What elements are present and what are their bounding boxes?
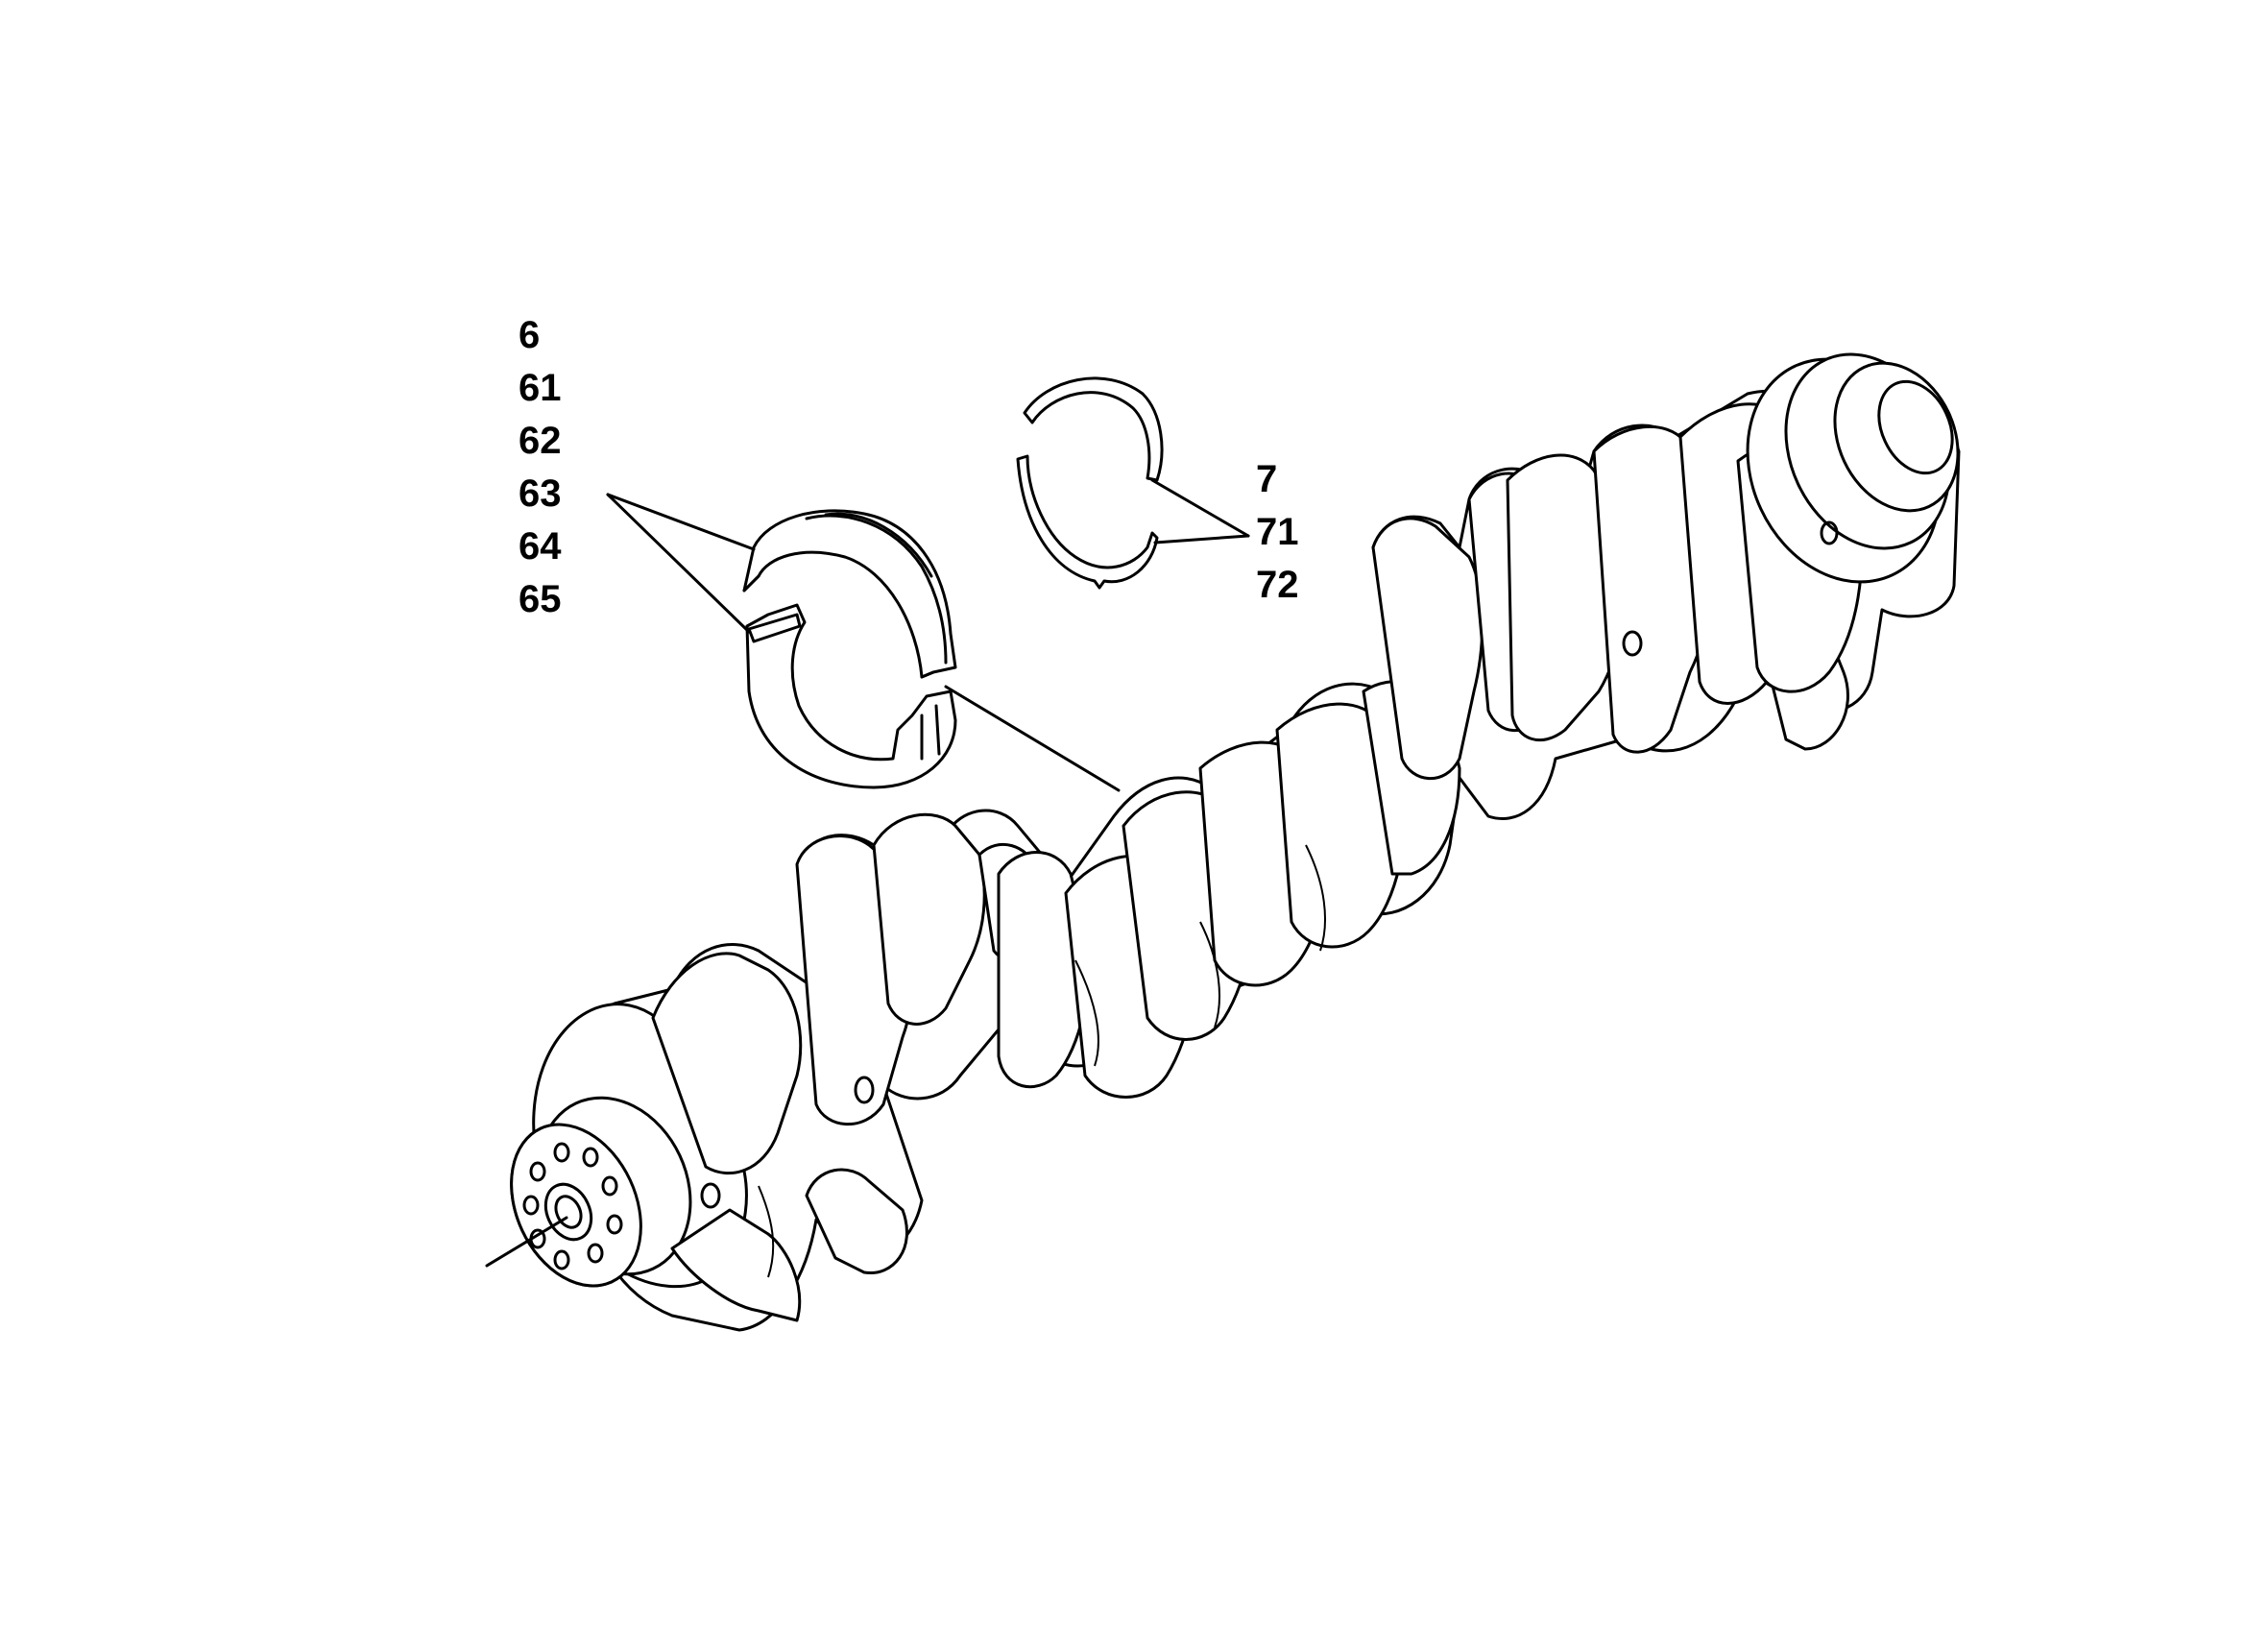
leader-63-lower [606,493,751,634]
callout-7: 7 [1256,458,1278,500]
crank-web-1 [670,1208,802,1322]
lower-shell-lip [747,613,802,643]
callout-63: 63 [519,472,562,515]
oil-hole-4 [1622,630,1643,657]
upper-shell-groove-2 [824,512,933,578]
journal-detail-4 [758,1185,775,1278]
lower-shell-groove [920,704,941,761]
leader-lines [606,478,1250,792]
flange-bolt-holes [522,1142,623,1270]
callout-72: 72 [1256,564,1299,606]
upper-bearing-shell [742,509,957,679]
lower-bearing-shell [745,603,957,789]
upper-thrust-washer [1023,376,1164,482]
lower-thrust-washer [1016,454,1159,590]
callout-71: 71 [1256,511,1299,553]
leader-bearing-to-shaft [944,685,1121,792]
journal-detail-3 [1305,844,1326,952]
upper-shell-groove [805,514,948,665]
crankshaft [485,352,1961,1332]
leader-63-upper [606,493,756,551]
front-flange-center [543,1182,593,1242]
crank-web-2 [805,1168,908,1275]
leader-71-upper [1150,478,1250,538]
counterweight-1 [651,952,803,1175]
center-axis-line [485,1216,568,1268]
callout-group-thrust-washers: 7 71 72 [1256,453,1299,612]
counterweight-3 [872,812,986,1026]
main-bearing-shells [742,509,957,789]
front-flange-bore [554,1195,583,1229]
rear-oil-hole [1820,520,1839,545]
callout-6: 6 [519,314,541,356]
callout-61: 61 [519,367,562,409]
callout-62: 62 [519,420,562,462]
thrust-washers [1016,376,1164,590]
callout-64: 64 [519,525,562,568]
oil-hole-2 [854,1076,875,1104]
rear-end-boss [1877,379,1954,475]
callout-group-bearing-shells: 6 61 62 63 64 65 [519,309,562,626]
leader-71-lower [1153,534,1250,544]
journal-detail-2 [1199,921,1220,1028]
oil-hole-1 [700,1182,721,1209]
journal-detail-1 [1074,959,1099,1067]
callout-65: 65 [519,578,562,620]
